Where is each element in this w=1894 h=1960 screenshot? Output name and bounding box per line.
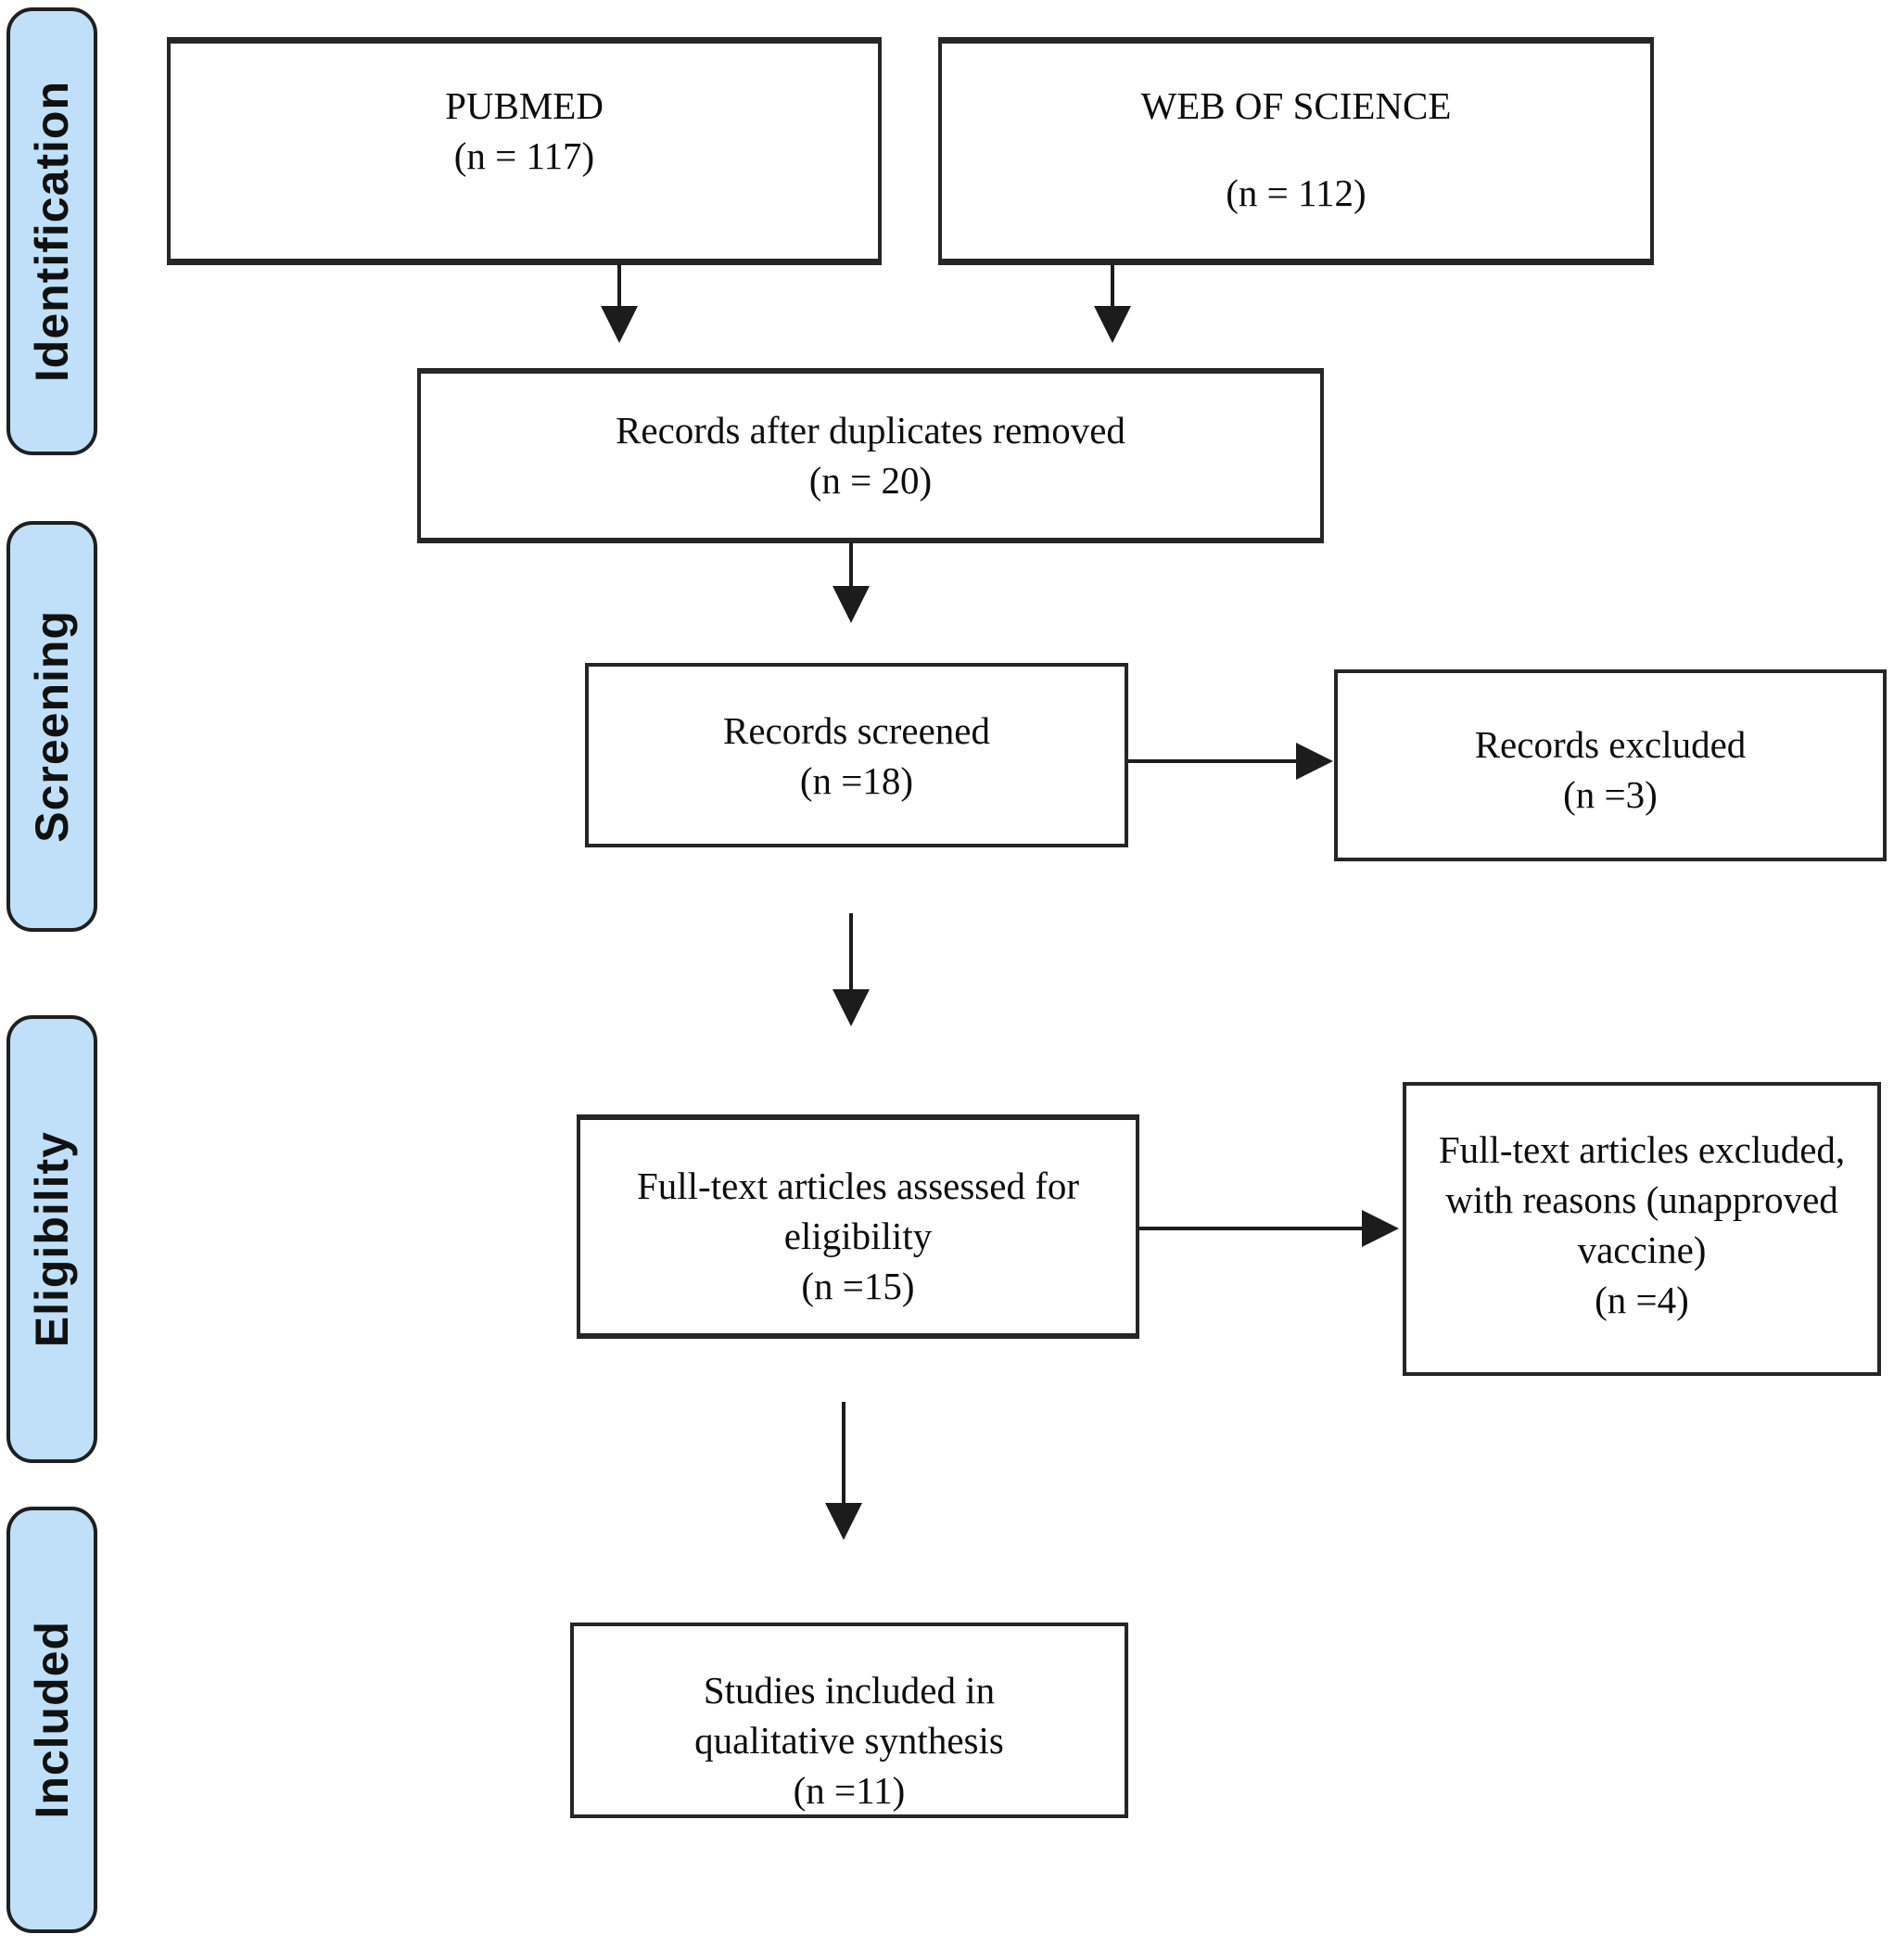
box-line: WEB OF SCIENCE <box>1140 84 1452 127</box>
box-fulltext-assessed: Full-text articles assessed for eligibil… <box>577 1114 1139 1339</box>
source-box-pubmed: PUBMED (n = 117) <box>167 37 882 265</box>
box-fulltext-excluded: Full-text articles excluded, with reason… <box>1403 1082 1881 1376</box>
box-count: (n =11) <box>793 1769 906 1813</box>
arrow-shaft <box>1128 759 1299 763</box>
arrow-shaft <box>849 542 853 591</box>
box-duplicates-removed: Records after duplicates removed (n = 20… <box>417 368 1324 543</box>
box-line: Records screened <box>722 709 990 752</box>
box-line: eligibility <box>783 1215 933 1258</box>
arrow-head-down-icon <box>825 1503 862 1540</box>
arrow-shaft <box>617 264 621 311</box>
arrow-shaft <box>842 1402 845 1506</box>
source-box-web-of-science: WEB OF SCIENCE (n = 112) <box>938 37 1654 265</box>
arrow-shaft <box>1138 1227 1365 1230</box>
box-records-screened: Records screened (n =18) <box>585 663 1128 847</box>
box-line: qualitative synthesis <box>694 1719 1004 1763</box>
box-studies-included: Studies included in qualitative synthesi… <box>570 1623 1128 1818</box>
box-records-excluded: Records excluded (n =3) <box>1334 669 1887 861</box>
box-line: Studies included in <box>703 1669 996 1712</box>
stage-label-text: Eligibility <box>26 1130 78 1348</box>
stage-label-text: Identification <box>26 80 78 383</box>
box-count: (n = 112) <box>1226 172 1366 215</box>
stage-label-included: Included <box>6 1507 97 1933</box>
box-line: vaccine) <box>1577 1228 1707 1272</box>
box-line: Full-text articles excluded, <box>1438 1128 1846 1171</box>
arrow-shaft <box>1111 264 1114 311</box>
arrow-head-right-icon <box>1296 743 1333 780</box>
box-count: (n =4) <box>1595 1279 1689 1322</box>
stage-label-eligibility: Eligibility <box>6 1015 97 1463</box>
arrow-head-down-icon <box>1094 306 1131 343</box>
stage-label-text: Screening <box>26 610 78 843</box>
arrow-shaft <box>849 913 853 992</box>
box-count: (n = 20) <box>808 459 933 503</box>
arrow-head-right-icon <box>1362 1210 1399 1247</box>
arrow-head-down-icon <box>601 306 638 343</box>
stage-label-screening: Screening <box>6 521 97 932</box>
box-line: PUBMED <box>445 84 604 127</box>
box-line: with reasons (unapproved <box>1445 1178 1838 1222</box>
stage-label-identification: Identification <box>6 7 97 455</box>
box-count: (n = 117) <box>453 134 595 178</box>
arrow-head-down-icon <box>833 989 870 1026</box>
box-count: (n =3) <box>1563 773 1658 817</box>
box-count: (n =18) <box>799 759 914 803</box>
box-line: Full-text articles assessed for <box>636 1165 1080 1207</box>
box-line: Records after duplicates removed <box>616 409 1125 452</box>
arrow-head-down-icon <box>833 586 870 623</box>
box-count: (n =15) <box>801 1265 915 1308</box>
box-line: Records excluded <box>1474 723 1747 766</box>
stage-label-text: Included <box>26 1621 78 1819</box>
